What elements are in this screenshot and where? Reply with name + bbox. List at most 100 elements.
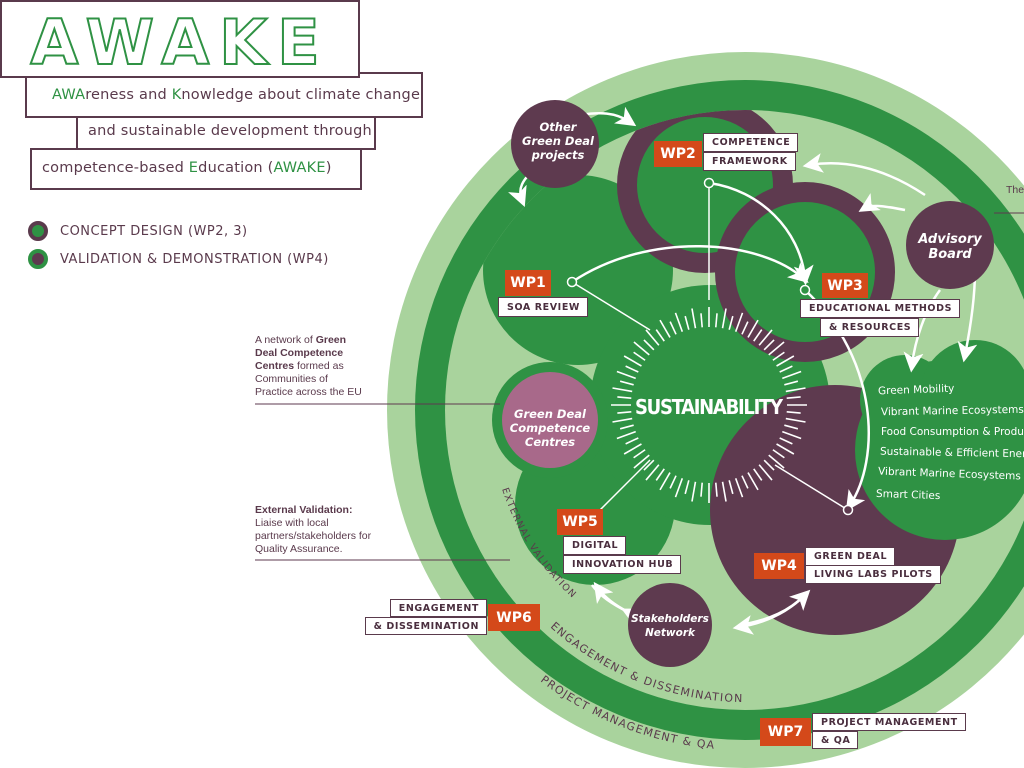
sunburst-ray xyxy=(633,449,646,459)
subtitle-line-1: AWAreness and Knowledge about climate ch… xyxy=(52,87,421,103)
sunburst-ray xyxy=(747,319,759,338)
sunburst-ray xyxy=(617,396,632,399)
sunburst-ray xyxy=(776,443,795,455)
sunburst-ray xyxy=(619,380,634,386)
sunburst-ray xyxy=(669,475,677,489)
sunburst-ray xyxy=(772,351,785,361)
sunburst-ray xyxy=(612,417,633,423)
wp2-label: COMPETENCE xyxy=(703,133,799,152)
wp3-label: EDUCATIONAL METHODS xyxy=(800,299,961,318)
wp2-label: FRAMEWORK xyxy=(703,152,796,171)
awake-logo: AWAKE xyxy=(29,5,329,80)
advisory-board-node xyxy=(906,201,994,289)
svg-text:AWAKE: AWAKE xyxy=(30,6,329,76)
wp4-label: GREEN DEAL xyxy=(805,547,896,566)
wp3-label: & RESOURCES xyxy=(820,318,920,337)
sunburst-ray xyxy=(674,478,684,498)
sunburst-ray xyxy=(633,351,646,361)
sunburst-ray xyxy=(645,329,660,346)
sunburst-ray xyxy=(768,341,785,356)
sunburst-ray xyxy=(715,482,718,497)
theme-item: Vibrant Marine Ecosystems xyxy=(880,403,1024,419)
other-green-deal-node xyxy=(511,100,599,188)
theme-item: Smart Cities xyxy=(875,487,941,503)
wp3-tag: WP3 xyxy=(822,273,868,298)
subtitle-box-2 xyxy=(76,116,376,150)
sunburst-ray xyxy=(684,480,690,495)
sunburst-ray xyxy=(721,308,727,329)
sunburst-ray xyxy=(782,430,802,440)
sunburst-ray xyxy=(758,464,773,481)
sunburst-ray xyxy=(625,437,639,445)
sunburst-ray xyxy=(655,468,665,481)
legend-concept-label: CONCEPT DESIGN (WP2, 3) xyxy=(60,224,248,239)
legend-validation-label: VALIDATION & DEMONSTRATION (WP4) xyxy=(60,252,329,267)
sunburst-ray xyxy=(669,321,677,335)
sunburst-ray xyxy=(763,459,775,471)
wp1-tag: WP1 xyxy=(505,270,551,296)
wp1-label: SOA REVIEW xyxy=(498,297,588,317)
sunburst-ray xyxy=(633,454,650,469)
sunburst-ray xyxy=(616,370,636,380)
sunburst-ray xyxy=(623,355,642,367)
sunburst-ray xyxy=(659,319,671,338)
sunburst-ray xyxy=(734,478,744,498)
sunburst-ray xyxy=(691,308,697,329)
wp3-node xyxy=(799,284,811,296)
sunburst-ray xyxy=(758,329,773,346)
network-note: A network of Green Deal Competence Centr… xyxy=(255,334,362,398)
sunburst-ray xyxy=(700,482,703,497)
stakeholders-label: Stakeholders xyxy=(631,613,709,625)
sustainability-sunburst xyxy=(611,307,807,503)
sunburst-ray xyxy=(659,472,671,491)
other-label: Green Deal xyxy=(522,134,595,148)
wp5-label: INNOVATION HUB xyxy=(563,555,682,574)
wp7-label: & QA xyxy=(812,731,859,749)
advisory-label: Advisory xyxy=(917,232,982,247)
theme-item: Green Mobility xyxy=(877,382,955,398)
sunburst-ray xyxy=(782,370,802,380)
logo-box: AWAKE xyxy=(0,0,360,80)
sunburst-ray xyxy=(655,329,665,342)
sunburst-ray xyxy=(616,430,636,440)
sunburst-ray xyxy=(612,387,633,393)
wp5-label: DIGITAL xyxy=(563,536,627,555)
sunburst-ray xyxy=(734,312,744,332)
sunburst-ray xyxy=(684,315,690,330)
sunburst-ray xyxy=(741,475,749,489)
sunburst-ray xyxy=(753,468,763,481)
right-cut-note: The xyxy=(1006,184,1024,196)
sunburst-ray xyxy=(785,387,806,393)
sunburst-ray xyxy=(753,329,763,342)
gdcc-label: Competence xyxy=(510,421,591,435)
sunburst-ray xyxy=(691,481,697,502)
sunburst-ray xyxy=(633,341,650,356)
wp2-node xyxy=(703,177,715,189)
sunburst-ray xyxy=(786,411,801,414)
sunburst-ray xyxy=(784,380,799,386)
advisory-label: Board xyxy=(928,247,972,262)
sunburst-ray xyxy=(747,472,759,491)
sustainability-label: SUSTAINABILITY xyxy=(635,395,784,419)
external-validation-note: External Validation: Liaise with local p… xyxy=(255,504,372,555)
wp4-label: LIVING LABS PILOTS xyxy=(805,565,941,584)
wp6-label: ENGAGEMENT xyxy=(389,599,487,617)
connector-lines xyxy=(571,183,849,521)
subtitle-line-3: competence-based Education (AWAKE) xyxy=(42,160,332,176)
sunburst-ray xyxy=(784,424,799,430)
subtitle-box-1 xyxy=(25,72,423,118)
wp7-tag: WP7 xyxy=(760,718,811,746)
sunburst-ray xyxy=(643,339,655,351)
other-label: Other xyxy=(540,120,578,134)
sunburst-ray xyxy=(779,365,793,373)
sunburst-ray xyxy=(786,396,801,399)
wp1-node xyxy=(566,276,578,288)
legend-concept-swatch xyxy=(28,221,48,241)
stakeholders-node xyxy=(628,583,712,667)
sunburst-ray xyxy=(643,459,655,471)
legend-validation-swatch xyxy=(28,249,48,269)
sunburst-ray xyxy=(674,312,684,332)
sunburst-ray xyxy=(776,355,795,367)
wp6-tag: WP6 xyxy=(488,604,540,631)
wp4-tag: WP4 xyxy=(754,553,804,579)
